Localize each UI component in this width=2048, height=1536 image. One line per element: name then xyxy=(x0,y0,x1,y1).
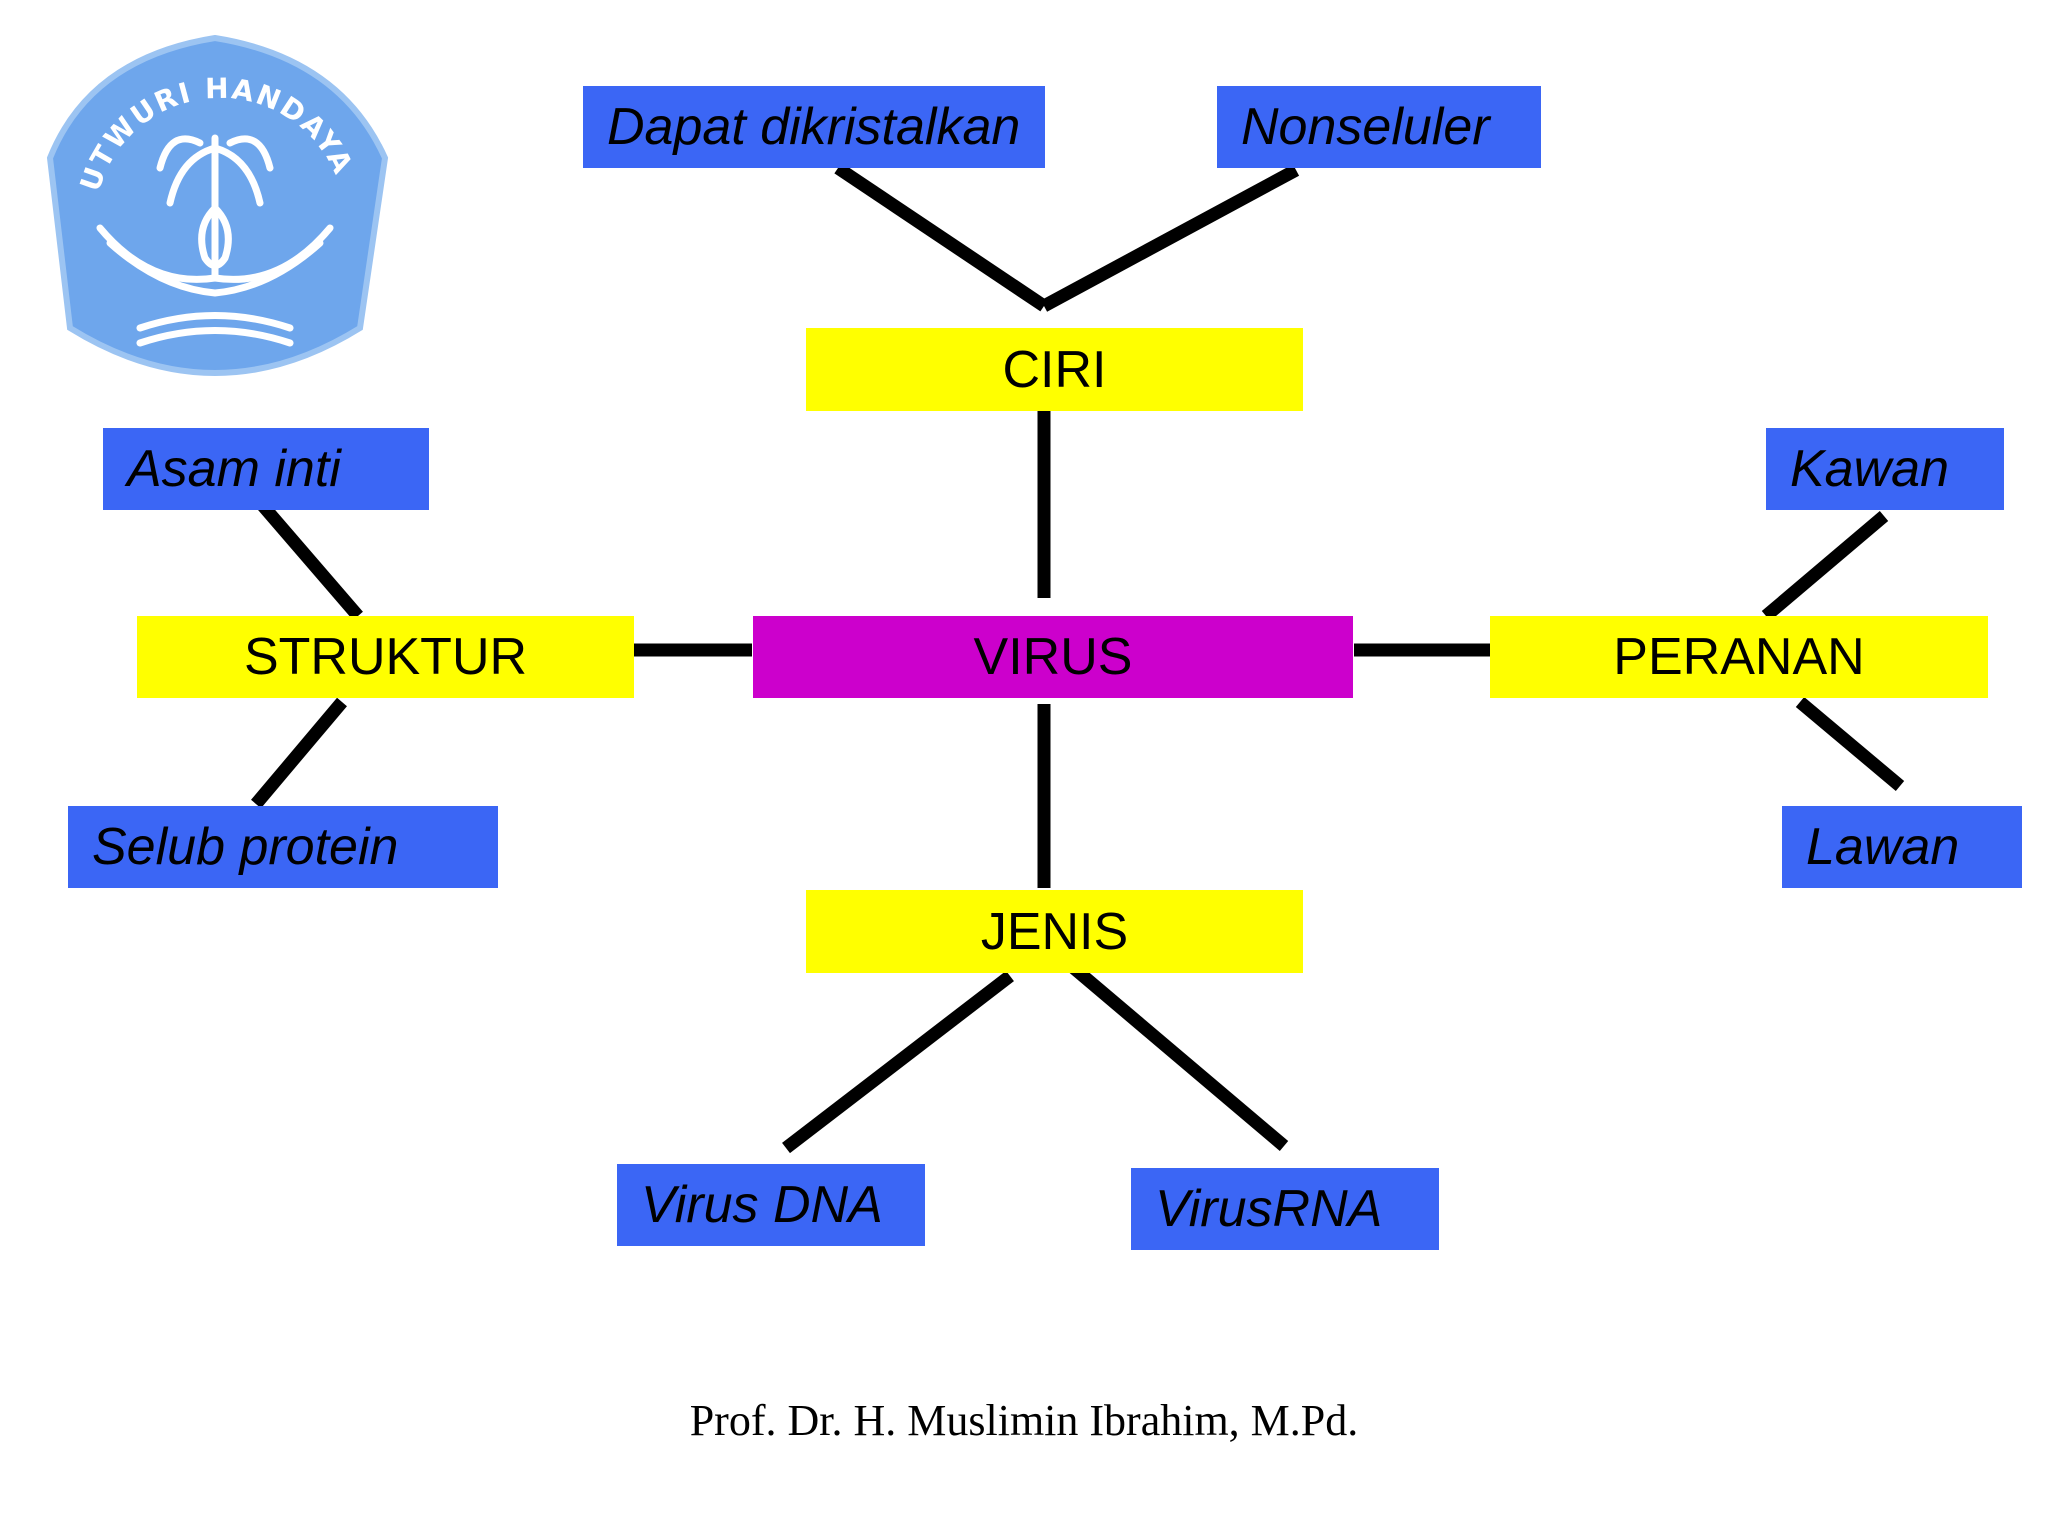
ciri-node: CIRI xyxy=(806,328,1303,411)
kawan-node: Kawan xyxy=(1766,428,2004,510)
virus-dna-node: Virus DNA xyxy=(617,1164,925,1246)
asam-inti-node: Asam inti xyxy=(103,428,429,510)
dapat-dikristalkan-node: Dapat dikristalkan xyxy=(583,86,1045,168)
nonseluler-node: Nonseluler xyxy=(1217,86,1541,168)
virus-rna-node: VirusRNA xyxy=(1131,1168,1439,1250)
selub-protein-node: Selub protein xyxy=(68,806,498,888)
lawan-node: Lawan xyxy=(1782,806,2022,888)
connector-struktur-selub-protein xyxy=(251,697,347,809)
author-footer: Prof. Dr. H. Muslimin Ibrahim, M.Pd. xyxy=(689,1396,1359,1445)
connector-jenis-virus-dna xyxy=(782,970,1014,1154)
connector-ciri-nonseluler xyxy=(1040,164,1300,312)
struktur-node: STRUKTUR xyxy=(137,616,634,698)
tutwuri-handayani-emblem-icon: TUTWURI HANDAYANI xyxy=(30,28,389,376)
peranan-node: PERANAN xyxy=(1490,616,1988,698)
connector-jenis-virus-rna xyxy=(1057,953,1289,1151)
jenis-node: JENIS xyxy=(806,890,1303,973)
connector-peranan-kawan xyxy=(1761,511,1889,621)
connector-struktur-asam-inti xyxy=(253,495,363,621)
connector-peranan-lawan xyxy=(1795,697,1905,791)
connector-ciri-dapat-dikristalkan xyxy=(834,162,1048,312)
virus-node: VIRUS xyxy=(753,616,1353,698)
